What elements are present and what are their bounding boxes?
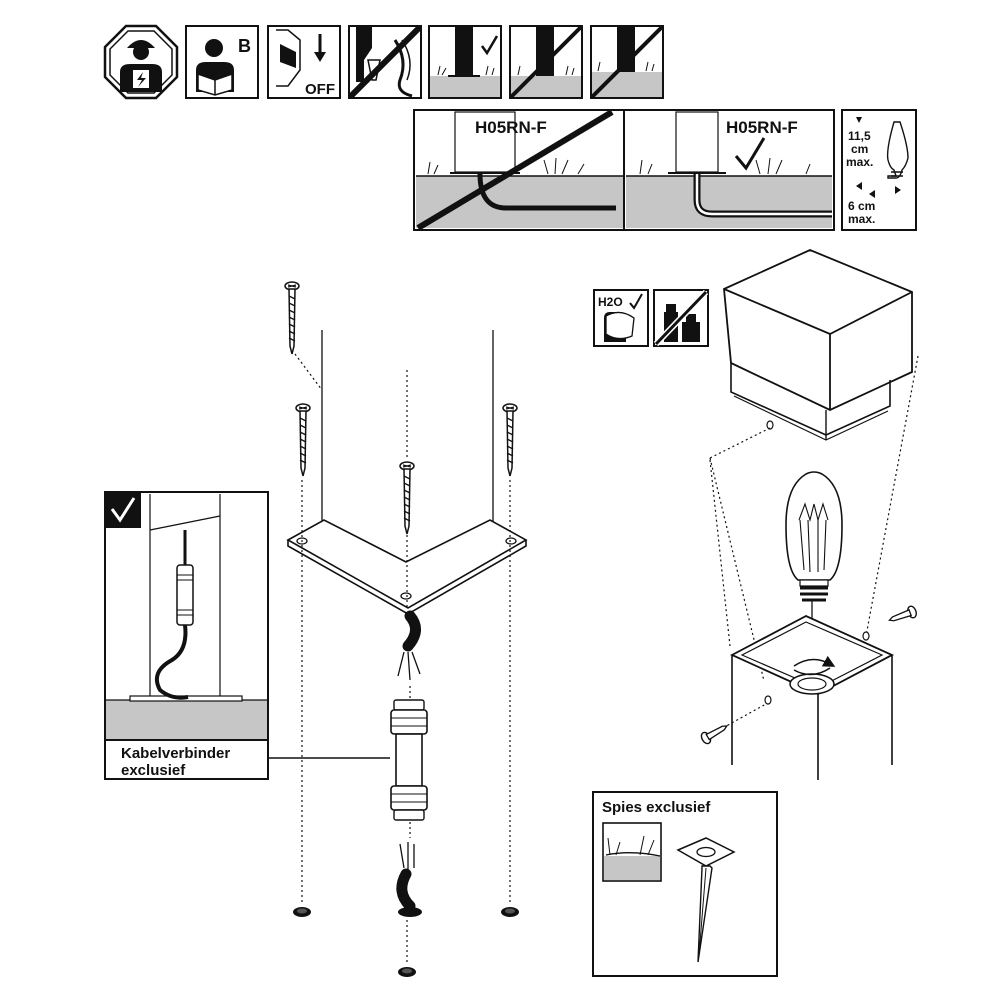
screw <box>502 403 518 477</box>
side-screw <box>700 725 729 745</box>
plate-hole <box>400 592 412 600</box>
cable-routing-panel: H05RN-F H05RN-F <box>413 109 835 231</box>
bulb-height-value: 11,5 <box>848 129 871 143</box>
ground-mount-wrong-alt-icon <box>590 25 664 99</box>
screw <box>399 461 415 535</box>
ground-mount-wrong-icon <box>509 25 583 99</box>
manual-letter: B <box>238 36 251 56</box>
clean-with-water-icon: H2O <box>593 289 649 347</box>
ground-anchor-hole <box>293 907 311 917</box>
water-label: H2O <box>598 295 623 309</box>
connector-callout-line1: Kabelverbinder <box>121 745 230 762</box>
lamp-post-top <box>709 614 895 780</box>
bulb-height-max: max. <box>846 155 873 169</box>
cable-connector <box>390 686 428 821</box>
ground-mount-ok-icon <box>428 25 502 99</box>
electrician-icon <box>103 24 179 100</box>
switch-off-icon: OFF <box>267 25 341 99</box>
no-chemical-cleaner-icon <box>653 289 709 347</box>
side-screw <box>888 605 917 622</box>
bulb-width-value: 6 cm <box>848 199 875 213</box>
bulb-height-unit: cm <box>851 142 868 156</box>
ground-spike-icon <box>676 837 736 963</box>
plate-hole <box>505 537 517 545</box>
cable-type-wrong: H05RN-F <box>475 118 547 137</box>
ground-anchor-hole <box>501 907 519 917</box>
ground-anchor-hole <box>398 967 416 977</box>
connector-callout-line2: exclusief <box>121 762 186 779</box>
bulb-outline-icon <box>886 121 909 179</box>
connector-detail-panel: Kabelverbinder exclusief <box>104 491 269 780</box>
spike-callout: Spies exclusief <box>602 799 711 816</box>
post-assembly <box>268 281 528 977</box>
spike-panel: Spies exclusief <box>592 791 778 977</box>
screw <box>284 281 300 355</box>
bulb-icon <box>785 471 843 676</box>
bulb-width-max: max. <box>848 212 875 226</box>
lamp-head <box>723 249 913 441</box>
bulb-size-limits: 11,5 cm max. 6 cm max. <box>841 109 917 231</box>
check-mark-icon <box>110 497 136 523</box>
cable-type-correct: H05RN-F <box>726 118 798 137</box>
check-mark-icon <box>734 137 766 171</box>
screw <box>295 403 311 477</box>
power-off-label: OFF <box>305 81 335 98</box>
read-manual-icon: B <box>185 25 259 99</box>
no-drilling-icon <box>347 24 423 100</box>
